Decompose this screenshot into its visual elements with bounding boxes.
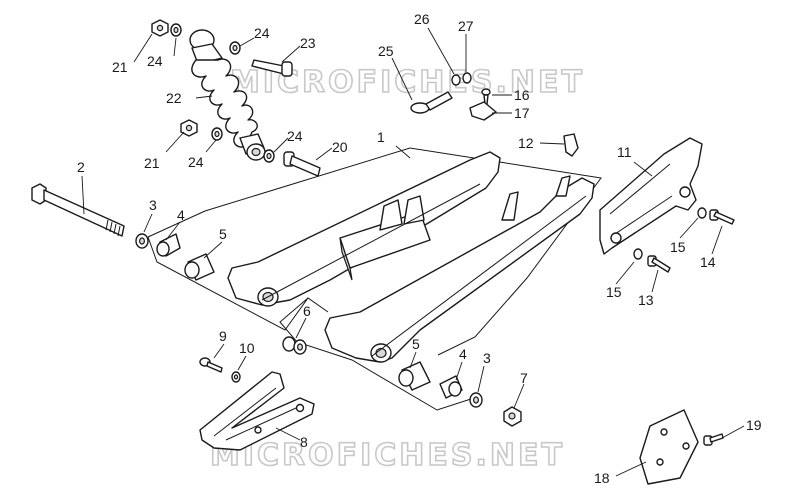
callout-16: 16	[514, 87, 530, 103]
callout-17: 17	[514, 105, 530, 121]
nut-7	[503, 406, 522, 427]
callout-22: 22	[166, 90, 182, 106]
watermark-bottom: MICROFICHES.NET	[210, 438, 565, 473]
callout-6: 6	[303, 303, 311, 319]
leader-lines	[81, 27, 745, 477]
callout-15-lower: 15	[606, 284, 622, 300]
callout-25: 25	[378, 43, 394, 59]
screw-19	[703, 433, 724, 446]
callout-labels: 1 2 3 3 4 4 5 5 6 7 8 9 10 11 12 13 14 1…	[77, 11, 762, 486]
washer-24-lower-right	[263, 149, 275, 163]
washer-3-left	[135, 233, 149, 249]
callout-24-top-left: 24	[147, 53, 163, 69]
pivot-bolt	[31, 183, 125, 237]
sleeve-5-left	[184, 253, 215, 281]
chain-slider	[199, 371, 315, 451]
callout-24-lower-right: 24	[287, 128, 303, 144]
callout-8: 8	[300, 434, 308, 450]
callout-20: 20	[332, 139, 348, 155]
callout-4-left: 4	[177, 207, 185, 223]
callout-18: 18	[594, 470, 610, 486]
washer-24-lower-left	[211, 127, 223, 141]
callout-14: 14	[700, 254, 716, 270]
pivot-group-outline-right	[279, 297, 475, 411]
callout-4-right: 4	[459, 346, 467, 362]
screw-9	[199, 357, 223, 373]
chain-guard	[599, 137, 703, 255]
callout-12: 12	[518, 135, 534, 151]
callout-19: 19	[746, 417, 762, 433]
callout-9: 9	[219, 328, 227, 344]
shock-absorber	[189, 29, 266, 161]
nut-27	[462, 72, 472, 84]
nut-21-lower	[180, 119, 198, 137]
nut-21-top	[151, 19, 169, 37]
washer-24-top-right	[229, 41, 241, 55]
washer-24-top-left	[170, 23, 182, 37]
callout-11: 11	[617, 144, 632, 160]
bushing-4-left	[156, 233, 181, 257]
callout-23: 23	[300, 35, 316, 51]
callout-5-right: 5	[412, 336, 420, 352]
sleeve-5-right	[398, 361, 431, 391]
pivot-group-outline-left	[147, 236, 329, 331]
callout-24-lower-left: 24	[188, 154, 204, 170]
callout-13: 13	[638, 292, 654, 308]
bolt-23	[251, 59, 293, 77]
callout-24-top-right: 24	[254, 25, 270, 41]
callout-21-lower: 21	[144, 155, 160, 171]
callout-21-top: 21	[112, 59, 128, 75]
callout-5-left: 5	[219, 226, 227, 242]
washer-15-lower	[633, 248, 643, 260]
washer-15-upper	[697, 207, 707, 219]
callout-3-left: 3	[149, 197, 157, 213]
washer-26	[451, 74, 461, 86]
bracket-18	[639, 409, 699, 485]
callout-2: 2	[77, 159, 85, 175]
callout-26: 26	[414, 11, 430, 27]
callout-7: 7	[520, 370, 528, 386]
washer-10	[231, 371, 241, 383]
washer-3-right	[469, 392, 483, 408]
bushing-4-right	[439, 375, 463, 399]
swingarm-group-outline	[147, 147, 602, 356]
callout-27: 27	[458, 18, 474, 34]
screw-14	[709, 209, 735, 225]
callout-15-upper: 15	[670, 239, 686, 255]
callout-10: 10	[239, 340, 255, 356]
callout-1: 1	[377, 129, 385, 145]
swingarm	[227, 151, 595, 363]
screw-13	[647, 255, 671, 273]
plate-25	[410, 91, 453, 114]
clip-12	[563, 133, 579, 157]
bracket-17	[469, 101, 497, 121]
callout-3-right: 3	[483, 350, 491, 366]
bolt-20	[283, 151, 321, 177]
bushing-6	[282, 336, 307, 355]
